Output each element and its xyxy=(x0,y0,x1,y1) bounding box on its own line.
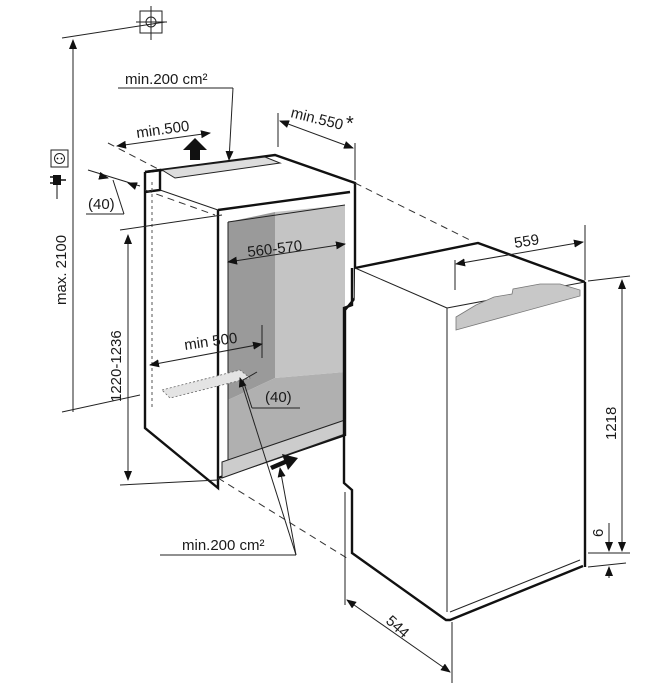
max-height-label: max. 2100 xyxy=(53,235,70,305)
power-plug-icon xyxy=(50,175,66,199)
top-vent-area-label: min.200 cm² xyxy=(125,71,208,88)
appliance-height-label: 1218 xyxy=(603,407,620,440)
niche-depth-note: * xyxy=(346,113,354,135)
max-height-dimension: max. 2100 xyxy=(53,39,141,413)
niche-width-label: 560-570 xyxy=(246,237,303,261)
airflow-arrow-icon xyxy=(183,138,298,470)
fridge-appliance xyxy=(342,241,587,622)
top-vent-width-label: min.500 xyxy=(135,118,190,142)
bottom-vent-area-label: min.200 cm² xyxy=(182,537,265,554)
appliance-width-label: 559 xyxy=(513,231,540,252)
appliance-depth-label: 544 xyxy=(382,612,412,641)
niche-height-label: 1220-1236 xyxy=(108,330,125,402)
niche-depth-label: min.550 xyxy=(289,104,345,133)
bottom-clearance-label: (40) xyxy=(265,389,292,406)
top-clearance-label: (40) xyxy=(88,196,115,213)
base-gap-label: 6 xyxy=(590,529,607,537)
ceiling-crosshair-icon xyxy=(61,6,167,40)
power-socket-icon xyxy=(50,149,69,168)
